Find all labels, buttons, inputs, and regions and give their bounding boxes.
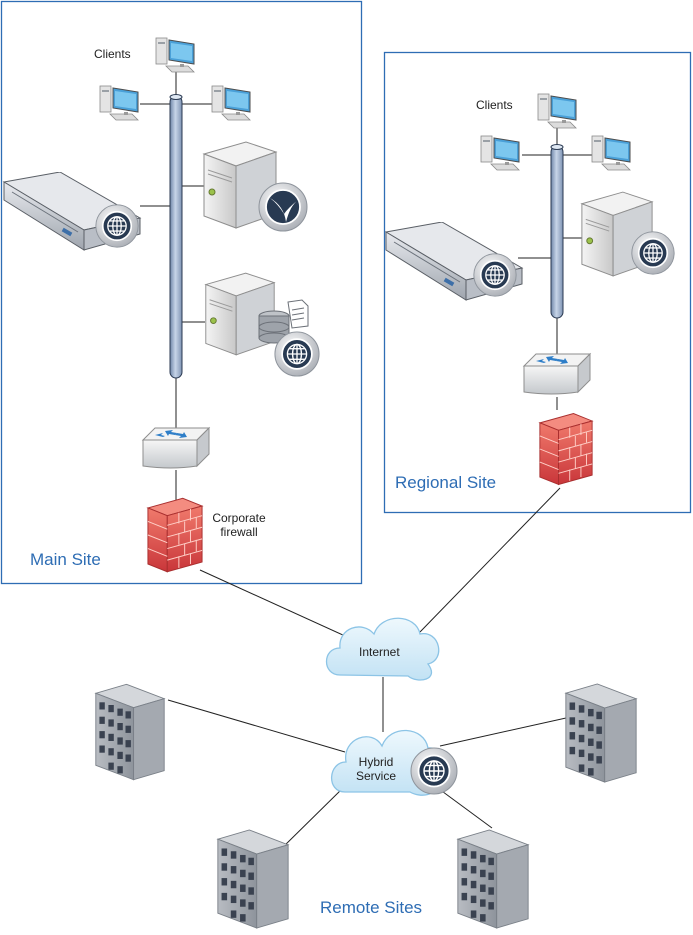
main-client-pc-top: [155, 37, 195, 73]
regional-client-pc-right: [591, 135, 631, 171]
hybrid-globe-icon: [410, 747, 458, 795]
connection-lines: [140, 70, 592, 851]
regional-firewall: [539, 413, 593, 485]
main-client-pc-right: [211, 85, 251, 121]
regional-client-pc-left: [480, 135, 520, 171]
remote-building-top-left: [95, 683, 165, 781]
remote-building-bottom-left: [217, 829, 289, 929]
main-site-frame: [0, 0, 363, 585]
remote-building-bottom-right: [457, 829, 529, 929]
app-badge-icon: [258, 182, 308, 232]
regional-site-frame: [383, 51, 692, 514]
main-client-pc-left: [99, 85, 139, 121]
regional-tower-globe-icon: [631, 231, 675, 275]
internet-cloud-icon: [325, 617, 440, 681]
main-rack-globe-icon: [95, 204, 139, 248]
main-backbone: [169, 94, 183, 379]
main-switch: [142, 427, 210, 469]
regional-switch: [523, 353, 591, 395]
regional-rack-globe-icon: [473, 253, 517, 297]
regional-client-pc-top: [537, 93, 577, 129]
database-icon: [258, 310, 290, 344]
document-icon: [287, 299, 309, 329]
corporate-firewall: [147, 497, 203, 573]
regional-backbone: [550, 144, 564, 319]
remote-building-top-right: [565, 683, 637, 783]
main-db-globe-icon: [274, 331, 320, 377]
